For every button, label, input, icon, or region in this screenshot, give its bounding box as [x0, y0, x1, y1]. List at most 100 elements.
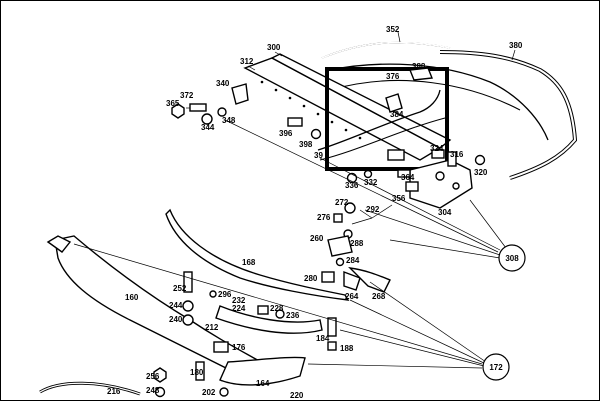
bolt-396 — [287, 117, 303, 127]
label-312: 312 — [240, 57, 254, 66]
washer-240 — [182, 314, 194, 326]
trim-168 — [165, 208, 350, 301]
label-364: 364 — [401, 173, 415, 182]
bolt-272 — [344, 202, 356, 214]
rail-holes — [260, 80, 362, 140]
label-398: 398 — [299, 140, 313, 149]
label-188: 188 — [340, 344, 354, 353]
bolt-280 — [321, 271, 335, 283]
end-cap-160 — [46, 235, 72, 253]
bracket-340 — [231, 83, 249, 105]
label-388: 388 — [412, 62, 426, 71]
rail-300 — [270, 53, 452, 149]
label-344: 344 — [201, 123, 215, 132]
part-268 — [348, 267, 391, 293]
washer-348 — [217, 107, 227, 117]
part-188 — [327, 341, 337, 351]
bracket-260 — [327, 235, 353, 257]
callout-308: 308 — [505, 254, 519, 263]
bolt-364 — [397, 169, 411, 178]
label-224: 224 — [232, 304, 246, 313]
washer-344 — [201, 113, 213, 125]
label-356: 356 — [392, 194, 406, 203]
label-248: 248 — [146, 386, 160, 395]
label-168: 168 — [242, 258, 256, 267]
clip-388 — [409, 67, 433, 81]
washer-398 — [310, 128, 322, 140]
label-216: 216 — [107, 387, 121, 396]
label-220: 220 — [290, 391, 304, 400]
trim-224 — [215, 305, 323, 334]
label-365: 365 — [166, 99, 180, 108]
callout-308-circle — [498, 244, 526, 272]
label-228: 228 — [270, 304, 284, 313]
label-376: 376 — [386, 72, 400, 81]
washer-248 — [154, 386, 166, 398]
part-264 — [343, 270, 361, 291]
label-284: 284 — [346, 256, 360, 265]
label-292: 292 — [366, 205, 380, 214]
clip-356 — [405, 181, 419, 192]
label-372: 372 — [180, 91, 194, 100]
label-300: 300 — [267, 43, 281, 52]
bolt-252 — [183, 271, 193, 293]
label-160: 160 — [125, 293, 139, 302]
label-320: 320 — [474, 168, 488, 177]
label-384: 384 — [390, 110, 404, 119]
part-176 — [213, 341, 229, 353]
label-340: 340 — [216, 79, 230, 88]
clip-296 — [209, 290, 217, 298]
washer-244 — [182, 300, 194, 312]
washer-332 — [363, 169, 373, 179]
label-264: 264 — [345, 292, 359, 301]
label-280: 280 — [304, 274, 318, 283]
label-332: 332 — [364, 178, 378, 187]
label-324: 324 — [430, 144, 444, 153]
label-212: 212 — [205, 323, 219, 332]
nut-256 — [153, 367, 167, 383]
label-396: 396 — [279, 129, 293, 138]
bolt-184 — [327, 317, 337, 337]
nut-320 — [474, 154, 486, 166]
bolt-316 — [447, 151, 457, 167]
clip-376 — [385, 93, 403, 113]
label-288: 288 — [350, 239, 364, 248]
washer-202 — [219, 387, 229, 397]
label-236: 236 — [286, 311, 300, 320]
label-390: 39 — [314, 151, 323, 160]
washer-236 — [275, 309, 285, 319]
label-260: 260 — [310, 234, 324, 243]
bolt-324 — [431, 149, 445, 159]
label-240: 240 — [169, 315, 183, 324]
label-316: 316 — [450, 150, 464, 159]
label-244: 244 — [169, 301, 183, 310]
label-268: 268 — [372, 292, 386, 301]
washer-284 — [335, 257, 345, 267]
bolt-box — [387, 149, 405, 161]
label-296: 296 — [218, 290, 232, 299]
trim-164 — [219, 356, 306, 386]
label-276: 276 — [317, 213, 331, 222]
part-232 — [257, 305, 269, 315]
label-352: 352 — [386, 25, 400, 34]
part-labels: 352 380 300 312 340 372 365 344 348 376 … — [107, 25, 523, 400]
highlight-box — [325, 67, 449, 171]
leader-lines — [73, 31, 516, 369]
callout-172-circle — [482, 353, 510, 381]
label-176: 176 — [232, 343, 246, 352]
label-164: 164 — [256, 379, 270, 388]
callout-172: 172 — [489, 363, 503, 372]
label-304: 304 — [438, 208, 452, 217]
label-180: 180 — [190, 368, 204, 377]
label-336: 336 — [345, 181, 359, 190]
label-184: 184 — [316, 334, 330, 343]
part-276 — [333, 213, 343, 223]
label-380: 380 — [509, 41, 523, 50]
bolt-372 — [189, 103, 207, 112]
label-256: 256 — [146, 372, 160, 381]
label-348: 348 — [222, 116, 236, 125]
label-202: 202 — [202, 388, 216, 397]
nut-365 — [171, 103, 185, 119]
label-272: 272 — [335, 198, 349, 207]
